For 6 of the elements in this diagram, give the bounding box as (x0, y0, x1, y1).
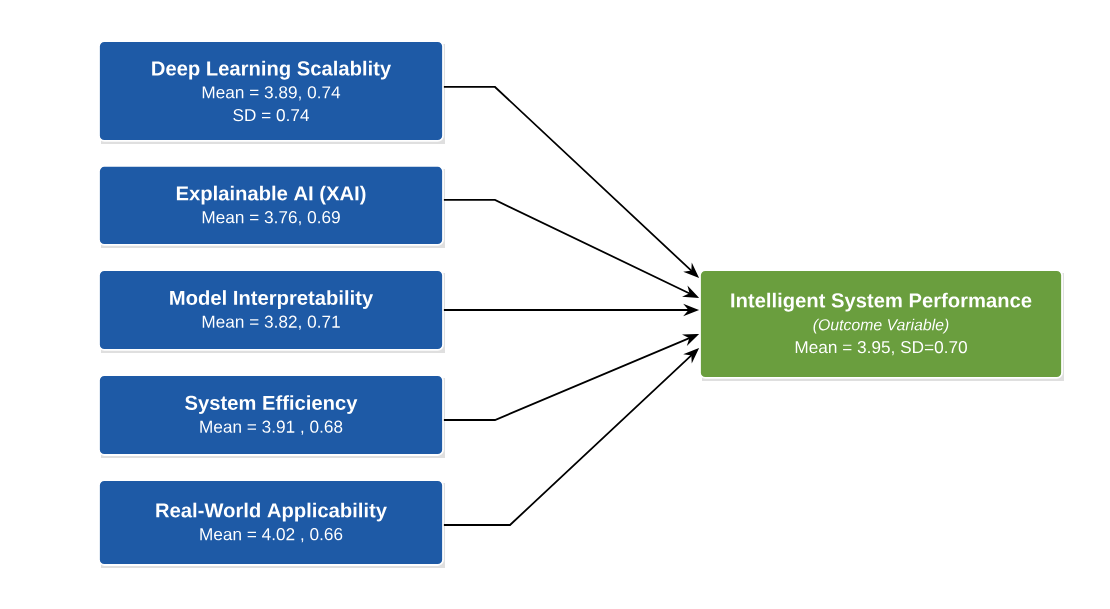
predictor-box: Deep Learning Scalablity Mean = 3.89, 0.74 SD = 0.74 (98, 40, 444, 142)
outcome-box: Intelligent System Performance (Outcome Variable) Mean = 3.95, SD=0.70 (699, 269, 1063, 379)
predictor-box: Model Interpretability Mean = 3.82, 0.71 (98, 269, 444, 351)
predictor-box: Real-World Applicability Mean = 4.02 , 0.66 (98, 479, 444, 566)
predictor-box: System Efficiency Mean = 3.91 , 0.68 (98, 374, 444, 456)
predictor-box: Explainable AI (XAI) Mean = 3.76, 0.69 (98, 165, 444, 246)
